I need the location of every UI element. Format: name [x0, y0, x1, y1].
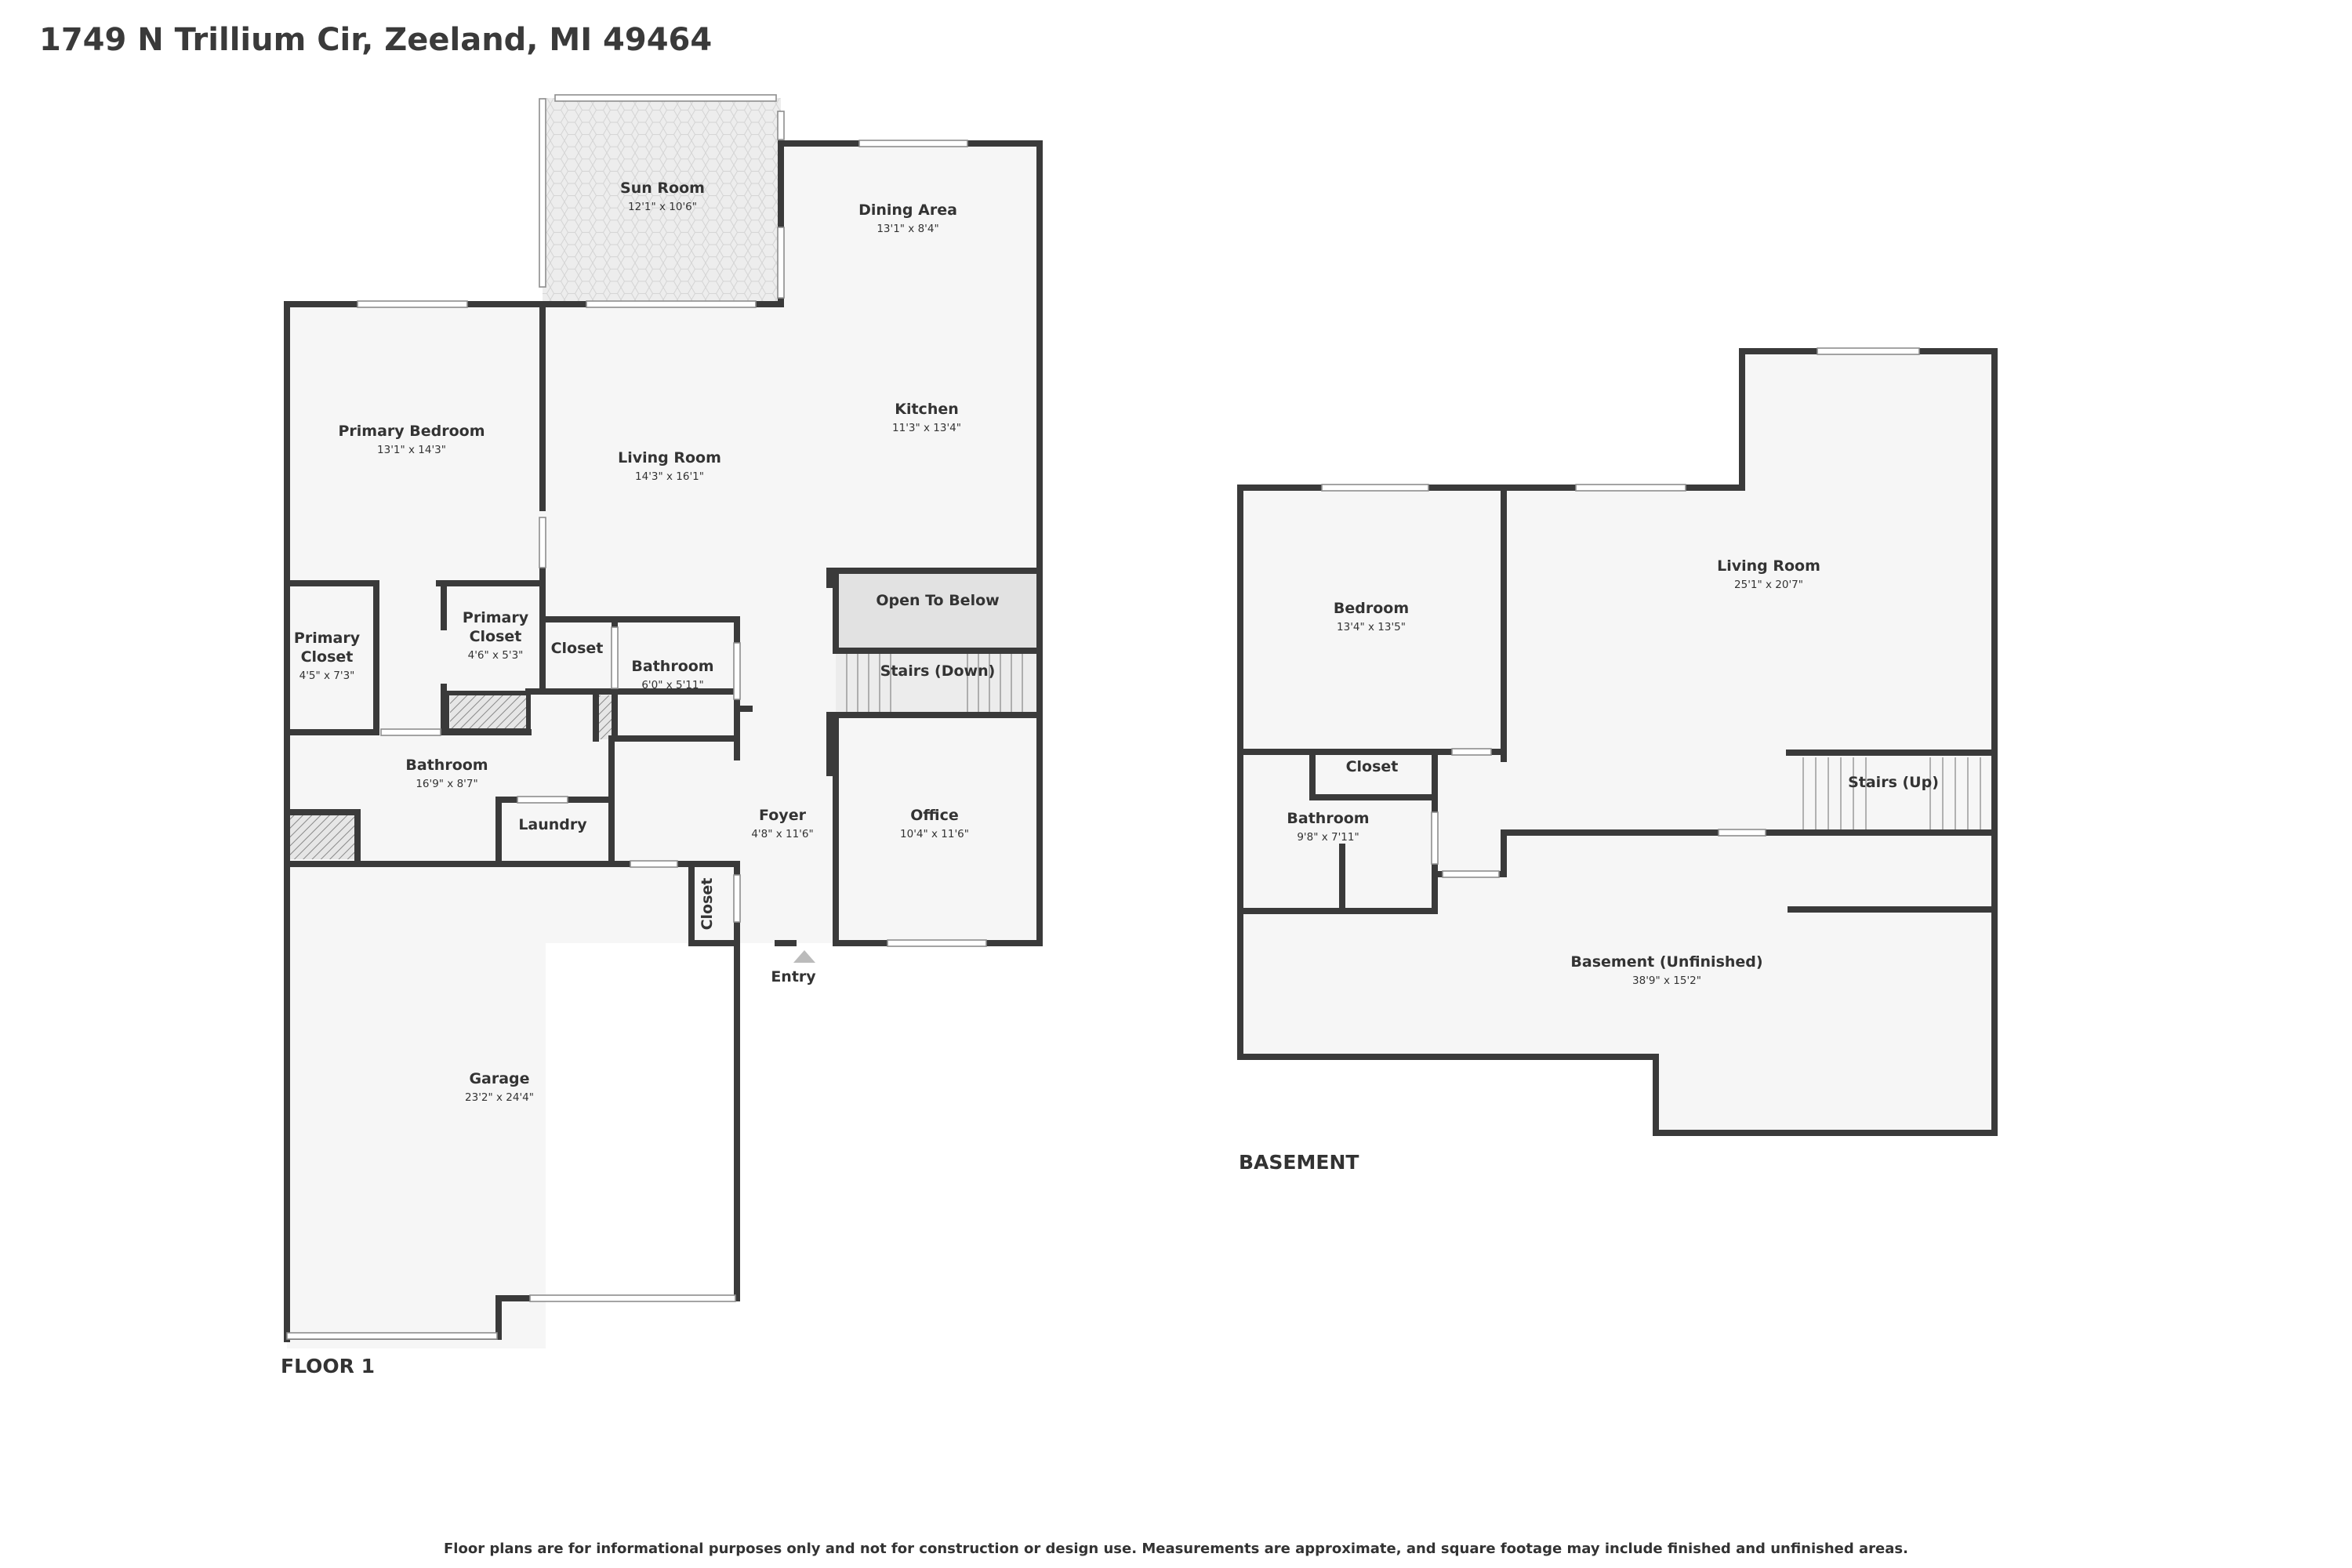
- room-dimensions: 14'3" x 16'1": [635, 470, 704, 483]
- stair-treads-down: [846, 652, 1023, 713]
- basement-label: BASEMENT: [1239, 1151, 1359, 1174]
- room-label: Bathroom 16'9" x 8'7": [405, 757, 488, 790]
- room-name: Laundry: [518, 816, 587, 833]
- room-name: Primary: [463, 609, 529, 626]
- basement-windows: [1321, 347, 1920, 878]
- room-name: Bathroom: [405, 757, 488, 774]
- room-name: Bathroom: [631, 658, 713, 675]
- room-label: Living Room 14'3" x 16'1": [618, 449, 721, 483]
- room-dimensions: 13'1" x 14'3": [377, 444, 446, 456]
- room-dimensions: 9'8" x 7'11": [1297, 831, 1359, 844]
- room-name: Closet: [551, 640, 604, 657]
- room-dimensions: 6'0" x 5'11": [641, 679, 703, 691]
- room-dimensions: 16'9" x 8'7": [416, 778, 477, 790]
- basement-walls: [1237, 348, 1998, 1136]
- room-label: Entry: [771, 968, 816, 985]
- room-label: Stairs (Up): [1848, 774, 1939, 791]
- room-label: Garage 23'2" x 24'4": [465, 1070, 534, 1104]
- room-name: Bathroom: [1287, 810, 1369, 827]
- room-label: Kitchen 11'3" x 13'4": [892, 401, 961, 434]
- stair-treads-up: [1802, 757, 1981, 829]
- room-label: Bedroom 13'4" x 13'5": [1334, 600, 1409, 633]
- floor-1-walls: [284, 140, 1043, 1342]
- room-name: Dining Area: [858, 201, 957, 219]
- basement-plan: [1237, 347, 1998, 1136]
- room-label: Primary Bedroom 13'1" x 14'3": [338, 423, 485, 456]
- room-name: Foyer: [759, 807, 807, 824]
- room-dimensions: 25'1" x 20'7": [1734, 579, 1803, 591]
- room-label: Foyer 4'8" x 11'6": [751, 807, 813, 840]
- room-name: Closet: [301, 648, 354, 666]
- entry-arrow-icon: [793, 950, 815, 963]
- room-dimensions: 38'9" x 15'2": [1632, 975, 1701, 987]
- room-name: Sun Room: [620, 180, 705, 197]
- room-name: Bedroom: [1334, 600, 1409, 617]
- disclaimer: Floor plans are for informational purpos…: [444, 1541, 1908, 1557]
- room-label: Laundry: [518, 816, 587, 833]
- stairs-down-fill: [836, 651, 1040, 715]
- hatched-cabinet-2: [599, 695, 612, 739]
- basement-floor-fill: [1240, 351, 1994, 1133]
- room-name: Primary Bedroom: [338, 423, 485, 440]
- room-name: Office: [910, 807, 959, 824]
- room-dimensions: 10'4" x 11'6": [900, 828, 969, 840]
- room-name: Open To Below: [876, 592, 999, 609]
- open-to-below-fill: [836, 571, 1040, 651]
- room-label: Office 10'4" x 11'6": [900, 807, 969, 840]
- room-dimensions: 13'4" x 13'5": [1337, 621, 1406, 633]
- room-label: Stairs (Down): [880, 662, 996, 680]
- address-title: 1749 N Trillium Cir, Zeeland, MI 49464: [39, 22, 713, 58]
- room-name: Stairs (Down): [880, 662, 996, 680]
- room-name: Living Room: [618, 449, 721, 466]
- room-label: Closet: [551, 640, 604, 657]
- room-dimensions: 4'8" x 11'6": [751, 828, 813, 840]
- room-label: Bathroom 6'0" x 5'11": [631, 658, 713, 691]
- room-dimensions: 4'5" x 7'3": [299, 670, 355, 682]
- room-label: Sun Room 12'1" x 10'6": [620, 180, 705, 213]
- room-label: Dining Area 13'1" x 8'4": [858, 201, 957, 235]
- floor-1-label: FLOOR 1: [281, 1355, 375, 1377]
- room-dimensions: 4'6" x 5'3": [468, 649, 524, 662]
- room-label: Open To Below: [876, 592, 999, 609]
- room-name: Closet: [470, 628, 522, 645]
- room-name: Living Room: [1717, 557, 1820, 575]
- room-name: Closet: [1346, 758, 1399, 775]
- hatched-cabinet-3: [287, 812, 358, 859]
- room-dimensions: 23'2" x 24'4": [465, 1091, 534, 1104]
- room-labels: Sun Room 12'1" x 10'6" Dining Area 13'1" x …: [294, 180, 1939, 1104]
- room-label: Basement (Unfinished) 38'9" x 15'2": [1570, 953, 1762, 987]
- room-dimensions: 11'3" x 13'4": [892, 422, 961, 434]
- room-label: Closet: [1346, 758, 1399, 775]
- room-name: Garage: [469, 1070, 529, 1087]
- room-dimensions: 13'1" x 8'4": [877, 223, 938, 235]
- room-name: Closet: [699, 878, 716, 931]
- sunroom-floor: [543, 98, 781, 305]
- room-name: Primary: [294, 630, 361, 647]
- room-name: Stairs (Up): [1848, 774, 1939, 791]
- floor-1-plan: [284, 94, 1043, 1348]
- room-label: Closet: [699, 878, 716, 931]
- floor-1-windows: [286, 94, 987, 1340]
- room-dimensions: 12'1" x 10'6": [628, 201, 697, 213]
- room-name: Entry: [771, 968, 816, 985]
- hatched-cabinet-1: [450, 695, 528, 728]
- room-label: Living Room 25'1" x 20'7": [1717, 557, 1820, 591]
- room-label: Bathroom 9'8" x 7'11": [1287, 810, 1369, 844]
- room-name: Kitchen: [895, 401, 959, 418]
- room-name: Basement (Unfinished): [1570, 953, 1762, 971]
